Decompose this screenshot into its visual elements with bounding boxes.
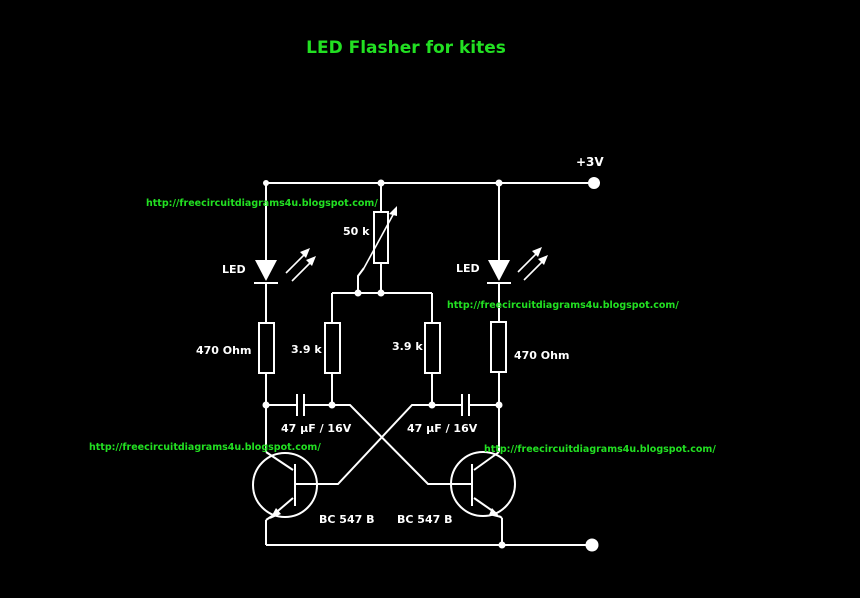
capacitor-right <box>428 394 503 416</box>
resistor-right-led <box>490 321 507 405</box>
led-right-label: LED <box>456 262 480 275</box>
resistor-left-base-label: 3.9 k <box>291 343 322 356</box>
resistor-right-base-label: 3.9 k <box>392 340 423 353</box>
resistor-left-led <box>258 322 275 405</box>
resistor-left-led-label: 470 Ohm <box>196 344 251 357</box>
watermark-url: http://freecircuitdiagrams4u.blogspot.co… <box>89 442 321 453</box>
watermark-url: http://freecircuitdiagrams4u.blogspot.co… <box>484 444 716 455</box>
supply-label: +3V <box>576 155 604 169</box>
supply-rail <box>263 177 600 189</box>
resistor-right-base <box>424 293 441 405</box>
capacitor-right-label: 47 µF / 16V <box>407 422 478 435</box>
led-left-label: LED <box>222 263 246 276</box>
diagram-title: LED Flasher for kites <box>306 38 506 58</box>
capacitor-left <box>262 394 336 416</box>
ground-rail <box>265 518 599 552</box>
transistor-left <box>252 405 318 521</box>
transistor-left-label: BC 547 B <box>319 513 374 526</box>
transistor-right-label: BC 547 B <box>397 513 452 526</box>
cross-coupling <box>316 404 450 485</box>
watermark-url: http://freecircuitdiagrams4u.blogspot.co… <box>447 300 679 311</box>
ground-terminal <box>585 538 599 552</box>
led-left <box>254 183 316 323</box>
supply-terminal <box>588 177 600 189</box>
resistor-left-base <box>324 293 341 405</box>
transistor-right <box>450 405 516 519</box>
led-right <box>487 183 548 322</box>
resistor-right-led-label: 470 Ohm <box>514 349 569 362</box>
potentiometer-label: 50 k <box>343 225 370 238</box>
potentiometer <box>332 183 432 297</box>
watermark-url: http://freecircuitdiagrams4u.blogspot.co… <box>146 198 378 209</box>
capacitor-left-label: 47 µF / 16V <box>281 422 352 435</box>
